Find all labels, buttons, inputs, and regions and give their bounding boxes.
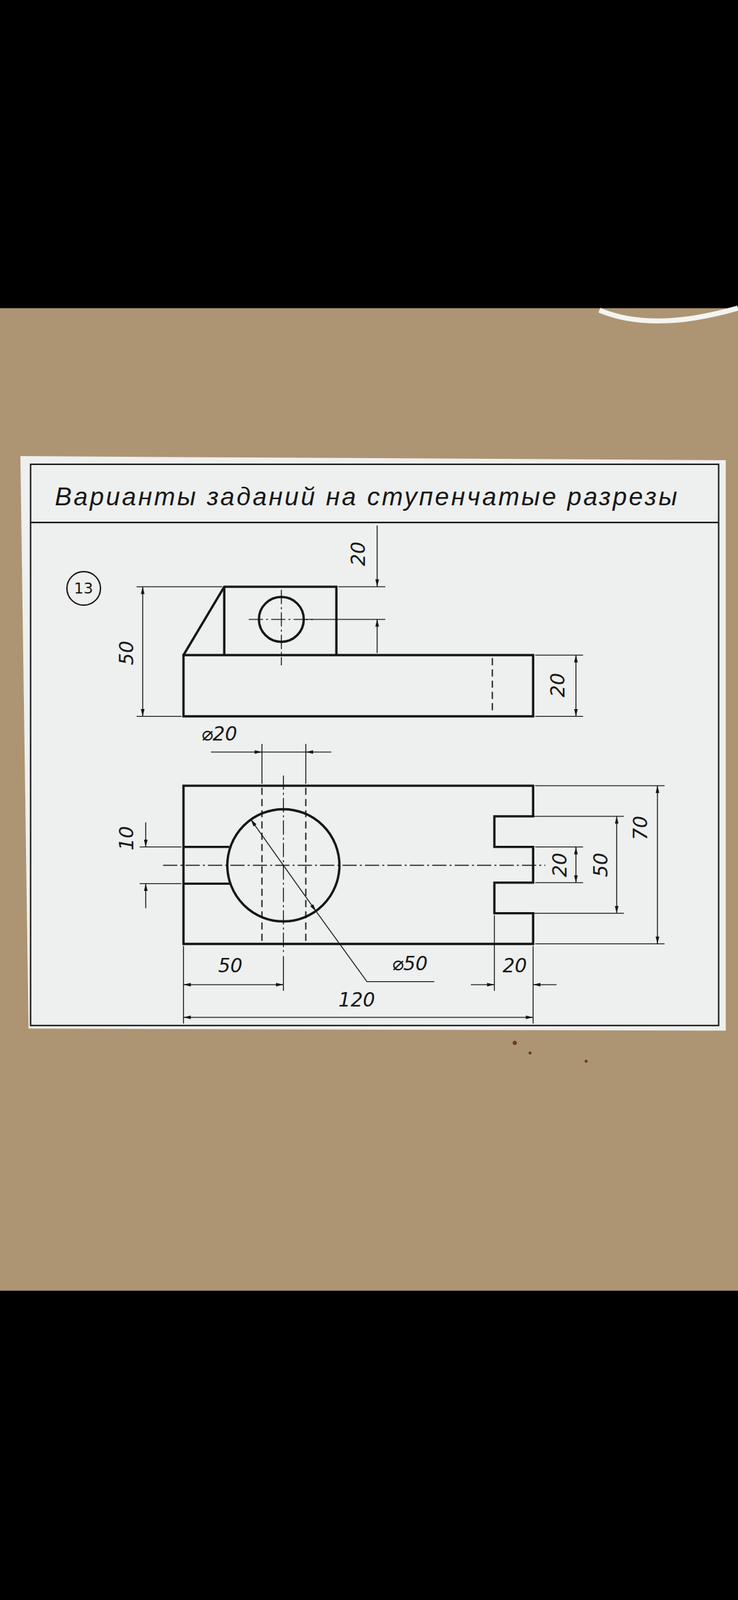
dimension-value: 20 bbox=[502, 955, 527, 976]
dimension-value: ⌀20 bbox=[200, 724, 238, 744]
cardboard bbox=[0, 308, 738, 1291]
callout-circle: 13 bbox=[66, 570, 102, 606]
top-dimensions bbox=[139, 743, 665, 1023]
dimension-value: 50 bbox=[117, 640, 137, 665]
hidden-lines bbox=[261, 787, 306, 941]
dimension-value: 120 bbox=[338, 990, 375, 1010]
stain bbox=[528, 1050, 531, 1054]
top-bar bbox=[0, 0, 738, 309]
title-divider bbox=[30, 521, 719, 523]
dimension-value: 70 bbox=[631, 815, 651, 840]
dimension-value: 10 bbox=[117, 825, 137, 851]
center-lines bbox=[248, 589, 314, 665]
center-lines bbox=[163, 774, 546, 954]
frame bbox=[30, 463, 719, 1025]
front-dimensions bbox=[136, 525, 583, 717]
stain bbox=[584, 1059, 587, 1062]
thread bbox=[599, 308, 738, 322]
hidden-line bbox=[492, 658, 494, 715]
dimension-value: 20 bbox=[349, 541, 369, 566]
dimension-value: 20 bbox=[550, 852, 570, 877]
front-view bbox=[183, 586, 534, 717]
callout-number: 13 bbox=[73, 580, 93, 596]
top-view bbox=[183, 785, 534, 943]
dimension-value: 20 bbox=[548, 673, 568, 698]
stain bbox=[512, 1040, 517, 1045]
sheet-title: Варианты заданий на ступенчатые разрезы bbox=[54, 483, 680, 510]
dimension-value: ⌀50 bbox=[391, 953, 428, 974]
dimension-value: 50 bbox=[591, 852, 611, 877]
paper-card bbox=[20, 455, 726, 1030]
dimension-value: 50 bbox=[217, 955, 243, 976]
bottom-bar bbox=[0, 1290, 738, 1599]
